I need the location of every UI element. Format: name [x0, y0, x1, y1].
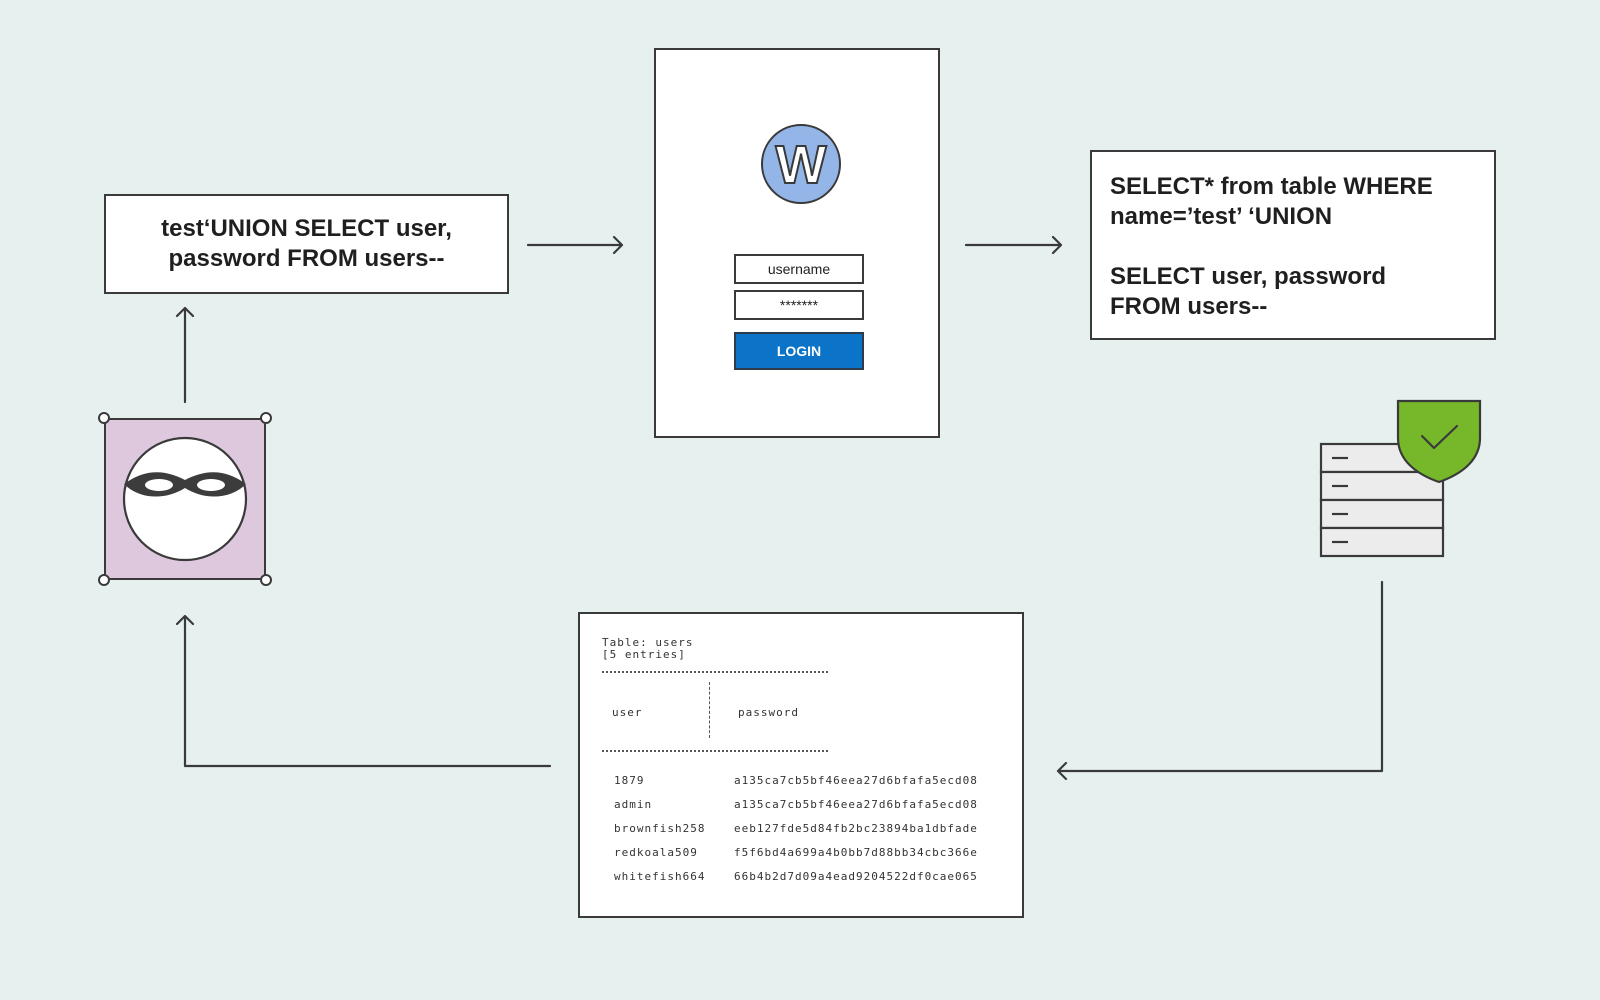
masked-person-icon	[122, 436, 248, 562]
cell-password: 66b4b2d7d09a4ead9204522df0cae065	[734, 870, 978, 883]
resize-handle-top-right[interactable]	[260, 412, 272, 424]
cell-user: 1879	[614, 774, 645, 787]
arrow-hacker-to-payload	[175, 306, 195, 404]
cell-password: a135ca7cb5bf46eea27d6bfafa5ecd08	[734, 774, 978, 787]
wordpress-logo-icon: W	[761, 124, 841, 204]
username-field[interactable]: username	[734, 254, 864, 284]
database-group	[1318, 398, 1488, 566]
arrow-db-to-results	[1056, 580, 1384, 781]
column-header-user: user	[612, 706, 643, 719]
cell-password: a135ca7cb5bf46eea27d6bfafa5ecd08	[734, 798, 978, 811]
resize-handle-top-left[interactable]	[98, 412, 110, 424]
password-value: *******	[779, 297, 819, 313]
query-spacer	[1110, 232, 1476, 262]
dumped-users-table: Table: users [5 entries] user password 1…	[578, 612, 1024, 918]
password-field[interactable]: *******	[734, 290, 864, 320]
query-line-2: name=’test’ ‘UNION	[1110, 203, 1333, 230]
injection-payload-box: test‘UNION SELECT user, password FROM us…	[104, 194, 509, 294]
shield-check-icon	[1396, 399, 1482, 484]
cell-user: whitefish664	[614, 870, 706, 883]
table-row: admin a135ca7cb5bf46eea27d6bfafa5ecd08	[614, 798, 1014, 814]
resize-handle-bottom-left[interactable]	[98, 574, 110, 586]
query-line-3: SELECT user, password	[1110, 263, 1387, 290]
cell-password: f5f6bd4a699a4b0bb7d88bb34cbc366e	[734, 846, 978, 859]
table-row: redkoala509 f5f6bd4a699a4b0bb7d88bb34cbc…	[614, 846, 1014, 862]
query-line-1: SELECT* from table WHERE	[1110, 173, 1433, 200]
divider-bottom	[602, 750, 828, 752]
resize-handle-bottom-right[interactable]	[260, 574, 272, 586]
column-header-password: password	[738, 706, 799, 719]
cell-user: brownfish258	[614, 822, 706, 835]
arrow-login-to-query	[964, 235, 1063, 255]
cell-user: redkoala509	[614, 846, 698, 859]
table-row: 1879 a135ca7cb5bf46eea27d6bfafa5ecd08	[614, 774, 1014, 790]
divider-top	[602, 671, 828, 673]
arrow-payload-to-login	[526, 235, 624, 255]
payload-line-2: password FROM users--	[168, 245, 445, 272]
login-button[interactable]: LOGIN	[734, 332, 864, 370]
query-line-4: FROM users--	[1110, 293, 1268, 320]
table-row: whitefish664 66b4b2d7d09a4ead9204522df0c…	[614, 870, 1014, 886]
logo-letter: W	[776, 139, 827, 189]
column-divider	[709, 682, 710, 738]
payload-line-1: test‘UNION SELECT user,	[161, 215, 452, 242]
table-title: Table: users	[602, 636, 694, 649]
cell-user: admin	[614, 798, 653, 811]
login-button-label: LOGIN	[776, 343, 822, 359]
arrow-results-to-hacker	[175, 614, 552, 768]
login-form-panel: W username ******* LOGIN	[654, 48, 940, 438]
sql-query-box: SELECT* from table WHERE name=’test’ ‘UN…	[1090, 150, 1496, 340]
username-placeholder: username	[767, 261, 831, 277]
server-database-icon	[1319, 399, 1482, 558]
cell-password: eeb127fde5d84fb2bc23894ba1dbfade	[734, 822, 978, 835]
table-entry-count: [5 entries]	[602, 648, 686, 661]
attacker-tile[interactable]	[98, 412, 272, 586]
table-row: brownfish258 eeb127fde5d84fb2bc23894ba1d…	[614, 822, 1014, 838]
